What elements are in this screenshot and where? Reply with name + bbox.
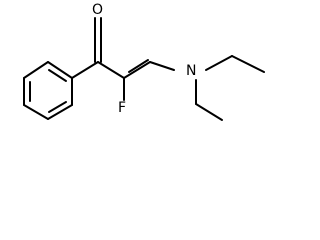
ring-to-carbonyl-bond — [71, 61, 99, 79]
nitrogen-ethyl-upper-bond-2 — [231, 55, 265, 73]
fluorine-atom-label: F — [118, 100, 126, 116]
chemical-structure-diagram: O F N — [23, 2, 265, 121]
carbonyl-to-cf-bond — [97, 61, 125, 79]
ring-bond-4 — [23, 104, 49, 120]
alkene-double-bond-outer — [123, 61, 151, 79]
alkene-double-bond-inner — [128, 59, 149, 73]
ring-bond-6 — [23, 61, 49, 79]
ring-bond-3 — [47, 104, 73, 120]
nitrogen-atom-label: N — [186, 63, 196, 79]
nitrogen-ethyl-upper-bond-1 — [205, 55, 233, 71]
ring-double-bond-inner-2 — [48, 101, 67, 113]
oxygen-atom-label: O — [92, 2, 103, 18]
vinyl-to-nitrogen-bond — [149, 61, 175, 71]
nitrogen-ethyl-lower-bond-2 — [195, 103, 223, 121]
ring-double-bond-inner-1 — [48, 69, 67, 82]
benzene-ring — [23, 61, 73, 120]
ring-bond-1 — [47, 61, 73, 79]
